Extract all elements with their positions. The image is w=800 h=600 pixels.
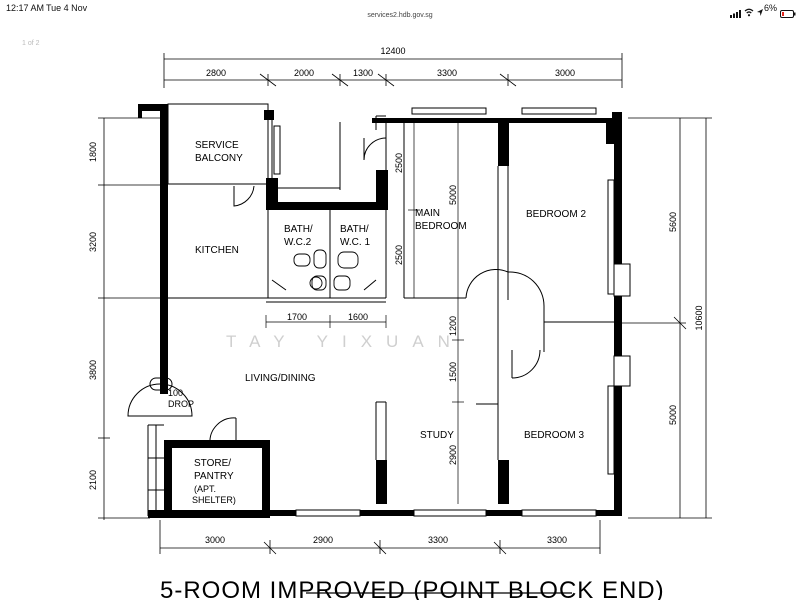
plan-title: 5-ROOM IMPROVED (POINT BLOCK END) [160,577,665,600]
study-dim-3: 2900 [448,445,458,465]
refuse-chute-label-2: DROP [168,399,194,409]
top-dim-4: 3300 [437,68,457,78]
room-label-store-2: PANTRY [194,471,234,482]
bottom-dim-4: 3300 [547,535,567,545]
refuse-chute [127,377,193,417]
left-dimensions [98,117,164,520]
mb-dim-1: 2500 [394,153,404,173]
overall-width-dim: 12400 [380,46,405,56]
top-dim-5: 3000 [555,68,575,78]
bottom-dim-1: 3000 [205,535,225,545]
bath-dim-1: 1700 [287,312,307,322]
status-bar: 12:17 AM Tue 4 Nov 6% [0,0,800,24]
page-indicator: 1 of 2 [22,40,40,47]
bath-dim-2: 1600 [348,312,368,322]
partitions [147,103,614,516]
watermark: TAY YIXUAN [226,332,464,351]
left-dim-2: 3200 [88,232,98,252]
room-label-bedroom-3: BEDROOM 3 [524,430,584,441]
top-dim-3: 1300 [353,68,373,78]
bottom-dimensions [159,520,601,555]
location-icon [756,4,764,16]
top-dim-2: 2000 [294,68,314,78]
bath-fixtures [293,249,359,291]
room-label-service-balcony-2: BALCONY [195,153,243,164]
status-date: Tue 4 Nov [46,3,88,13]
room-label-bath-wc1-2: W.C. 1 [340,237,370,248]
room-label-service-balcony-1: SERVICE [195,140,239,151]
study-dim-1: 1200 [448,316,458,336]
right-overall-dim: 10600 [694,305,704,330]
right-dim-2: 5000 [668,405,678,425]
refuse-chute-label-1: 100 [168,388,183,398]
cellular-icon [730,5,742,18]
room-label-bedroom-2: BEDROOM 2 [526,209,586,220]
room-label-bath-wc1-1: BATH/ [340,224,369,235]
address-bar[interactable]: services2.hdb.gov.sg [0,10,800,28]
room-label-bath-wc2-1: BATH/ [284,224,313,235]
battery-percent: 6% [764,3,778,13]
room-label-store-4: SHELTER) [192,495,236,505]
doors [209,137,545,445]
left-dim-4: 2100 [88,470,98,490]
room-label-main-bedroom-2: BEDROOM [415,221,467,232]
room-label-living-dining: LIVING/DINING [245,373,316,384]
top-dim-1: 2800 [206,68,226,78]
left-dim-3: 3800 [88,360,98,380]
left-dim-1: 1800 [88,142,98,162]
interior-dimensions [265,122,464,504]
battery-icon [780,5,796,18]
room-label-store-1: STORE/ [194,458,231,469]
room-label-kitchen: KITCHEN [195,245,239,256]
bottom-dim-2: 2900 [313,535,333,545]
wifi-icon [744,4,754,17]
room-label-study: STUDY [420,430,454,441]
right-dimensions [620,117,712,519]
windows [273,107,631,517]
walls [138,104,622,518]
right-dim-1: 5600 [668,212,678,232]
mb-dim-2: 5000 [448,185,458,205]
status-time: 12:17 AM [6,3,45,13]
mb-dim-3: 2500 [394,245,404,265]
room-label-bath-wc2-2: W.C.2 [284,237,312,248]
top-dimensions [163,53,623,88]
bottom-dim-3: 3300 [428,535,448,545]
study-dim-2: 1500 [448,362,458,382]
room-label-store-3: (APT. [194,484,216,494]
url-text: services2.hdb.gov.sg [367,12,433,19]
room-label-main-bedroom-1: MAIN [415,208,440,219]
